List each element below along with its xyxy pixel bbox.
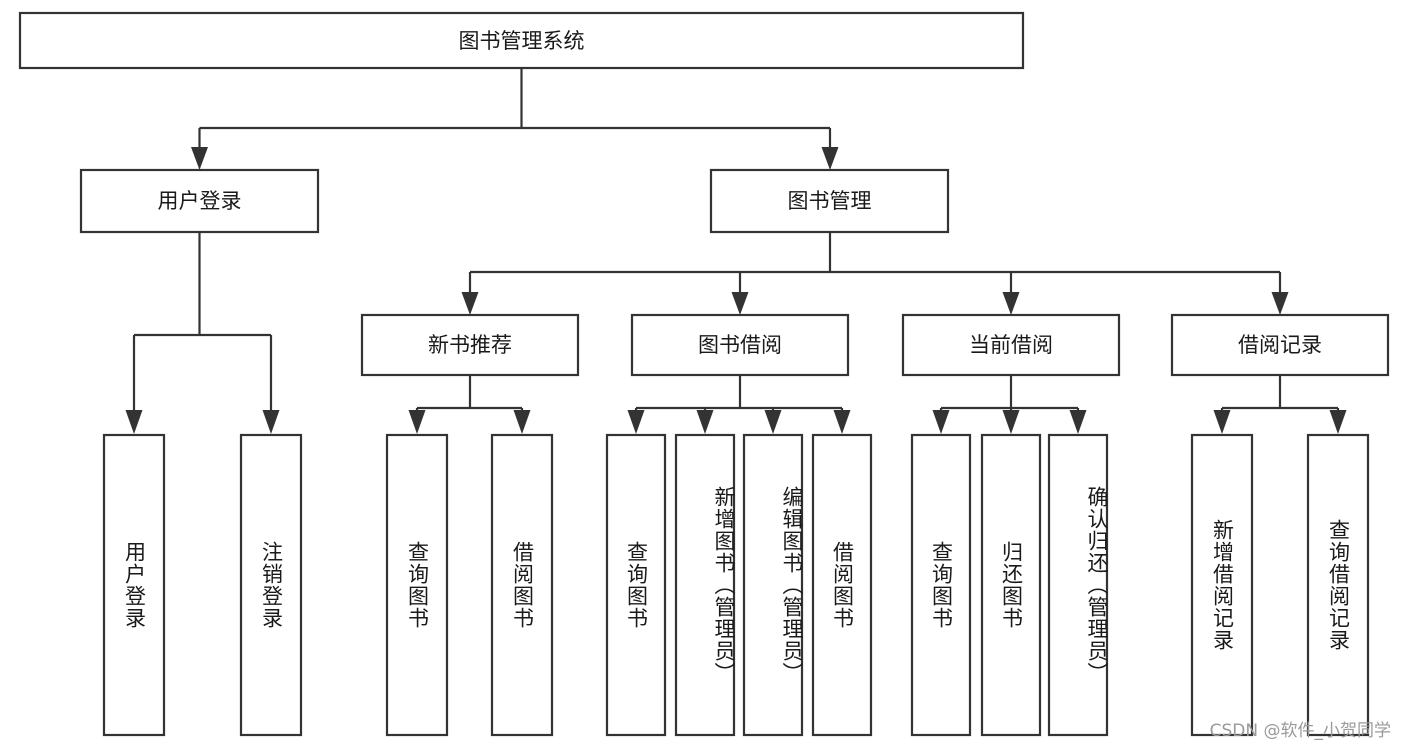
node-root-label: 图书管理系统	[459, 29, 585, 53]
node-user-login-box[interactable]	[79, 168, 320, 234]
leaf-box-query-book-1[interactable]	[385, 433, 449, 737]
arrow-head-leaf-query-book-1	[408, 410, 426, 434]
node-current-borrow-box[interactable]	[901, 313, 1121, 377]
node-borrow-record[interactable]: 借阅记录	[1170, 313, 1390, 377]
watermark-text: CSDN @软件_小贺同学	[1209, 721, 1391, 741]
arrow-head-current-borrow	[1002, 292, 1020, 315]
leaf-box-add-book[interactable]	[674, 433, 736, 737]
arrow-head-leaf-edit-book	[764, 410, 782, 434]
node-book-management[interactable]: 图书管理	[709, 168, 950, 234]
arrow-head-leaf-query-book-3	[932, 410, 950, 434]
node-current-borrow[interactable]: 当前借阅	[901, 313, 1121, 377]
arrow-head-leaf-confirm-return	[1069, 410, 1087, 434]
node-new-book-recommend-box[interactable]	[360, 313, 580, 377]
node-new-book-recommend-label: 新书推荐	[428, 333, 512, 357]
arrow-head-leaf-add-record	[1213, 410, 1231, 434]
arrow-head-leaf-borrow-book-2	[833, 410, 851, 434]
arrow-head-leaf-add-book	[696, 410, 714, 434]
node-root-box[interactable]	[18, 11, 1025, 70]
arrow-head-leaf-logout-login	[262, 410, 280, 434]
node-book-borrow[interactable]: 图书借阅	[630, 313, 850, 377]
leaf-box-query-book-3[interactable]	[910, 433, 972, 737]
node-user-login-label: 用户登录	[158, 189, 242, 213]
arrow-head-borrow-record	[1271, 292, 1289, 315]
node-book-borrow-box[interactable]	[630, 313, 850, 377]
leaf-box-query-record[interactable]	[1306, 433, 1370, 737]
arrow-head-leaf-return-book	[1002, 410, 1020, 434]
leaf-box-query-book-2[interactable]	[605, 433, 667, 737]
leaf-box-borrow-book-2[interactable]	[811, 433, 873, 737]
leaf-box-user-login[interactable]	[102, 433, 166, 737]
arrow-head-leaf-query-book-2	[627, 410, 645, 434]
leaf-box-borrow-book-1[interactable]	[490, 433, 554, 737]
node-user-login[interactable]: 用户登录	[79, 168, 320, 234]
arrow-head-book-management	[821, 147, 839, 170]
node-book-management-label: 图书管理	[788, 189, 872, 213]
arrow-head-user-login	[191, 147, 208, 170]
node-new-book-recommend[interactable]: 新书推荐	[360, 313, 580, 377]
leaf-box-group	[102, 433, 1370, 737]
arrow-head-leaf-user-login	[125, 410, 143, 434]
leaf-box-confirm-return[interactable]	[1047, 433, 1109, 737]
node-book-borrow-label: 图书借阅	[698, 333, 782, 357]
arrow-head-book-borrow	[731, 292, 749, 315]
node-current-borrow-label: 当前借阅	[969, 333, 1053, 357]
node-borrow-record-box[interactable]	[1170, 313, 1390, 377]
node-root[interactable]: 图书管理系统	[18, 11, 1025, 70]
node-book-management-box[interactable]	[709, 168, 950, 234]
node-borrow-record-label: 借阅记录	[1238, 333, 1322, 357]
connector-group	[125, 68, 1347, 434]
arrow-head-new-book-recommend	[461, 292, 479, 315]
arrow-head-leaf-query-record	[1329, 410, 1347, 434]
arrow-head-leaf-borrow-book-1	[513, 410, 531, 434]
leaf-box-add-record[interactable]	[1190, 433, 1254, 737]
leaf-box-edit-book[interactable]	[742, 433, 804, 737]
leaf-box-return-book[interactable]	[980, 433, 1042, 737]
leaf-box-logout-login[interactable]	[239, 433, 303, 737]
